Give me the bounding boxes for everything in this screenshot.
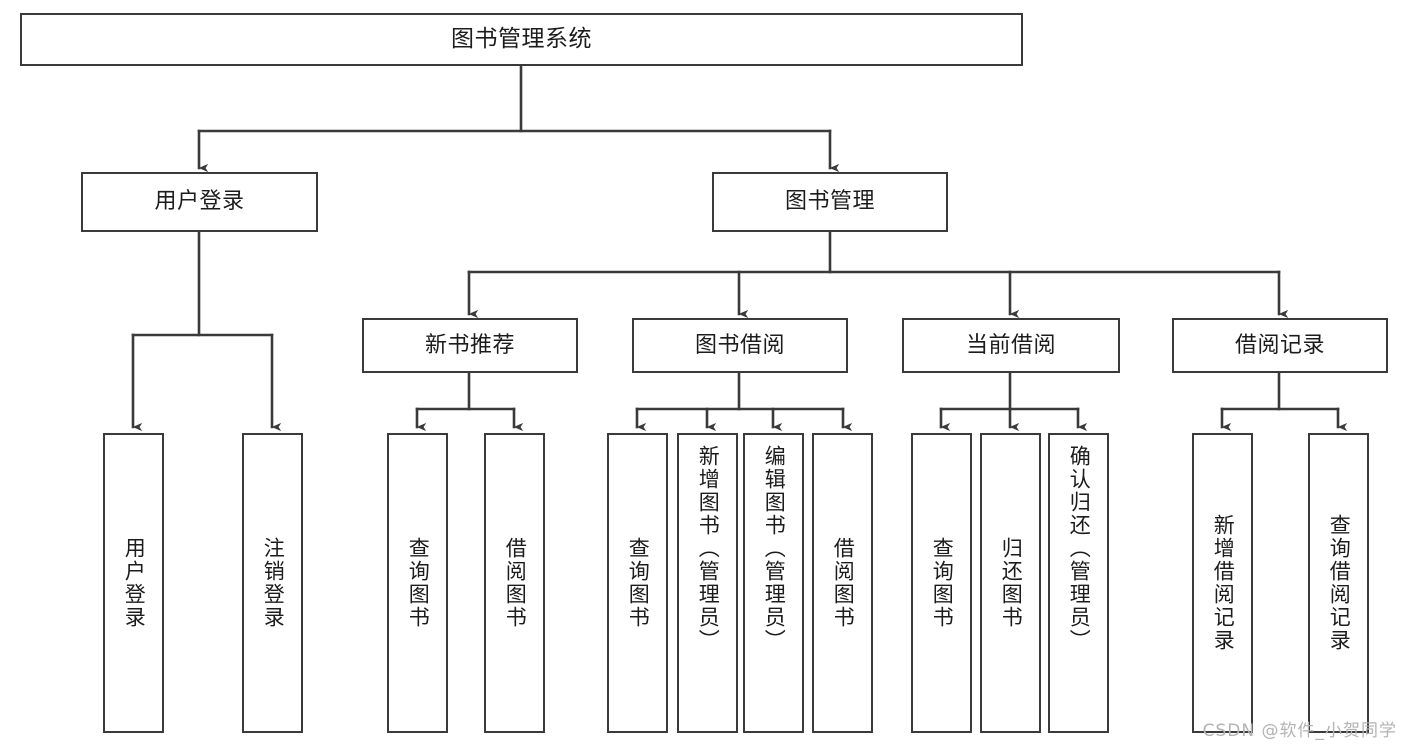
node-leaf-user-login-login-label: 用户登录 bbox=[122, 537, 147, 629]
node-leaf-currentborrow-return-book[interactable]: 归还图书 bbox=[980, 433, 1041, 733]
node-leaf-borrowrecord-add-record-label: 新增借阅记录 bbox=[1211, 514, 1236, 652]
node-borrow-record[interactable]: 借阅记录 bbox=[1172, 318, 1388, 373]
node-leaf-bookborrow-edit-book-label: 编辑图书（管理员） bbox=[762, 445, 787, 652]
node-book-manage[interactable]: 图书管理 bbox=[712, 172, 948, 232]
node-leaf-bookborrow-edit-book[interactable]: 编辑图书（管理员） bbox=[743, 433, 804, 733]
node-current-borrow-label: 当前借阅 bbox=[965, 332, 1056, 358]
node-leaf-bookborrow-query-book-label: 查询图书 bbox=[626, 537, 651, 629]
node-leaf-borrowrecord-query-record-label: 查询借阅记录 bbox=[1327, 514, 1352, 652]
node-book-manage-label: 图书管理 bbox=[784, 189, 875, 215]
node-leaf-bookborrow-query-book[interactable]: 查询图书 bbox=[607, 433, 668, 733]
node-book-borrow-label: 图书借阅 bbox=[694, 332, 785, 358]
node-leaf-currentborrow-query-book[interactable]: 查询图书 bbox=[911, 433, 972, 733]
node-leaf-bookborrow-borrow-book[interactable]: 借阅图书 bbox=[812, 433, 873, 733]
node-leaf-newbook-borrow-book[interactable]: 借阅图书 bbox=[484, 433, 545, 733]
watermark-text: CSDN @软件_小贺同学 bbox=[1202, 721, 1397, 741]
node-leaf-borrowrecord-add-record[interactable]: 新增借阅记录 bbox=[1192, 433, 1253, 733]
node-leaf-user-login-logout[interactable]: 注销登录 bbox=[242, 433, 303, 733]
node-user-login-label: 用户登录 bbox=[154, 189, 245, 215]
node-current-borrow[interactable]: 当前借阅 bbox=[902, 318, 1120, 373]
node-root-system-label: 图书管理系统 bbox=[451, 26, 592, 53]
node-leaf-user-login-logout-label: 注销登录 bbox=[261, 537, 286, 629]
node-leaf-newbook-query-book[interactable]: 查询图书 bbox=[387, 433, 448, 733]
node-new-book-recommend-label: 新书推荐 bbox=[424, 332, 515, 358]
node-new-book-recommend[interactable]: 新书推荐 bbox=[362, 318, 578, 373]
node-leaf-user-login-login[interactable]: 用户登录 bbox=[103, 433, 164, 733]
node-leaf-currentborrow-query-book-label: 查询图书 bbox=[930, 537, 955, 629]
node-leaf-bookborrow-borrow-book-label: 借阅图书 bbox=[831, 537, 856, 629]
node-leaf-borrowrecord-query-record[interactable]: 查询借阅记录 bbox=[1308, 433, 1369, 733]
node-leaf-currentborrow-return-book-label: 归还图书 bbox=[999, 537, 1024, 629]
node-user-login[interactable]: 用户登录 bbox=[81, 172, 318, 232]
node-borrow-record-label: 借阅记录 bbox=[1234, 332, 1325, 358]
node-leaf-bookborrow-add-book[interactable]: 新增图书（管理员） bbox=[677, 433, 738, 733]
node-leaf-currentborrow-confirm-return-label: 确认归还（管理员） bbox=[1067, 445, 1092, 652]
node-leaf-bookborrow-add-book-label: 新增图书（管理员） bbox=[696, 445, 721, 652]
node-book-borrow[interactable]: 图书借阅 bbox=[632, 318, 848, 373]
node-leaf-currentborrow-confirm-return[interactable]: 确认归还（管理员） bbox=[1048, 433, 1109, 733]
node-root-system[interactable]: 图书管理系统 bbox=[20, 13, 1023, 66]
node-leaf-newbook-borrow-book-label: 借阅图书 bbox=[503, 537, 528, 629]
node-leaf-newbook-query-book-label: 查询图书 bbox=[406, 537, 431, 629]
